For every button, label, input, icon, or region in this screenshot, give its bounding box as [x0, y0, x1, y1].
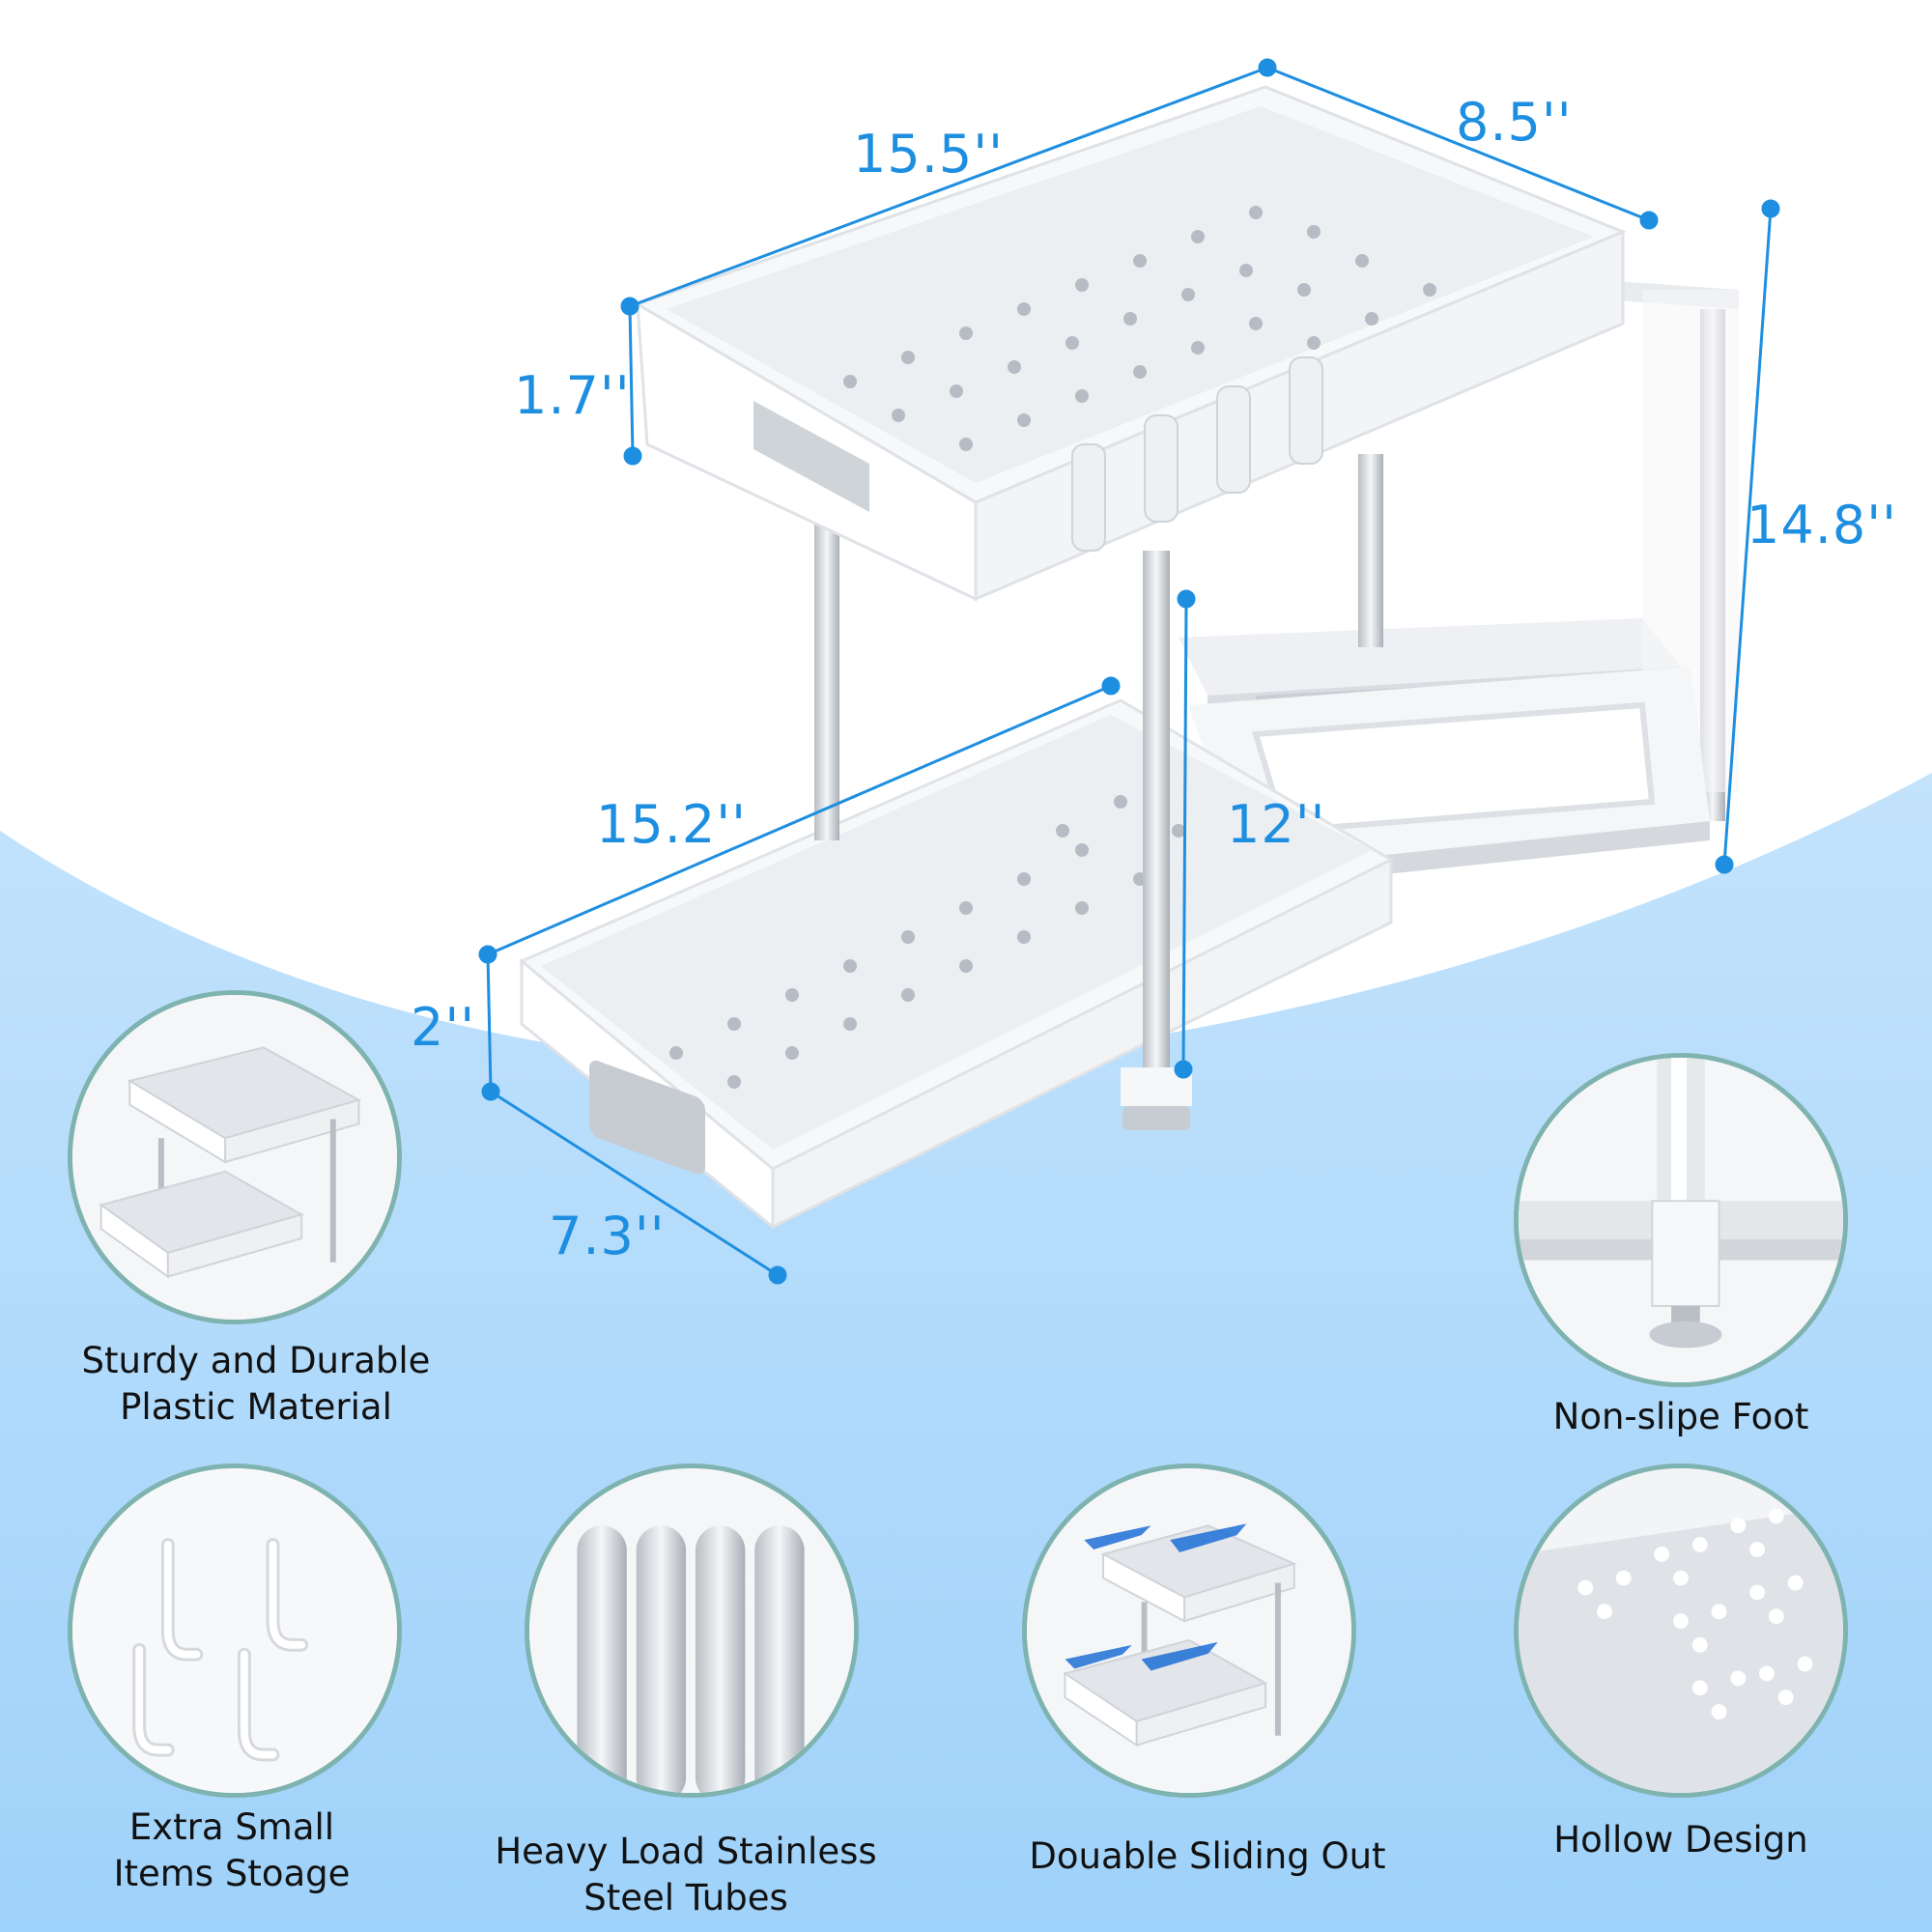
caption-line: Sturdy and Durable — [81, 1340, 431, 1381]
dimension-bottom-height: 2'' — [411, 997, 476, 1058]
feature-caption-material: Sturdy and Durable Plastic Material — [39, 1338, 473, 1431]
steel-tubes-icon — [525, 1463, 859, 1798]
caption-line: Non-slipe Foot — [1552, 1396, 1809, 1437]
caption-line: Heavy Load Stainless — [495, 1831, 877, 1872]
dimension-lines — [478, 58, 1780, 1285]
foot-pad-icon — [1514, 1053, 1848, 1387]
dimension-total-height: 14.8'' — [1747, 495, 1897, 555]
organizer-rack-icon — [68, 990, 402, 1324]
dimension-top-width: 8.5'' — [1456, 92, 1573, 153]
perforated-panel-icon — [1514, 1463, 1848, 1798]
feature-caption-tubes: Heavy Load Stainless Steel Tubes — [454, 1829, 918, 1921]
bottom-tray-holes — [669, 795, 1185, 1089]
caption-line: Hollow Design — [1553, 1819, 1808, 1861]
caption-line: Steel Tubes — [583, 1877, 788, 1918]
top-tray — [634, 85, 1627, 602]
dimension-tier-gap: 12'' — [1227, 794, 1326, 855]
dimension-top-length: 15.5'' — [853, 124, 1004, 185]
dimension-bottom-length: 15.2'' — [596, 794, 747, 855]
feature-caption-hooks: Extra Small Items Stoage — [39, 1804, 425, 1897]
feature-caption-hollow: Hollow Design — [1488, 1817, 1874, 1863]
dimension-bottom-width: 7.3'' — [549, 1206, 666, 1266]
feature-caption-foot: Non-slipe Foot — [1488, 1394, 1874, 1440]
blue-background-wave — [0, 773, 1932, 1932]
feature-caption-sliding: Douable Sliding Out — [976, 1833, 1439, 1880]
sliding-drawers-icon — [1022, 1463, 1356, 1798]
dimension-top-height: 1.7'' — [514, 365, 631, 426]
caption-line: Plastic Material — [120, 1386, 392, 1428]
rack-front-poles — [814, 522, 1192, 1130]
hooks-icon — [68, 1463, 402, 1798]
caption-line: Douable Sliding Out — [1029, 1835, 1386, 1877]
tray-hooks — [1071, 356, 1323, 552]
caption-line: Items Stoage — [113, 1853, 351, 1894]
top-tray-holes — [843, 206, 1436, 451]
caption-line: Extra Small — [128, 1806, 335, 1848]
